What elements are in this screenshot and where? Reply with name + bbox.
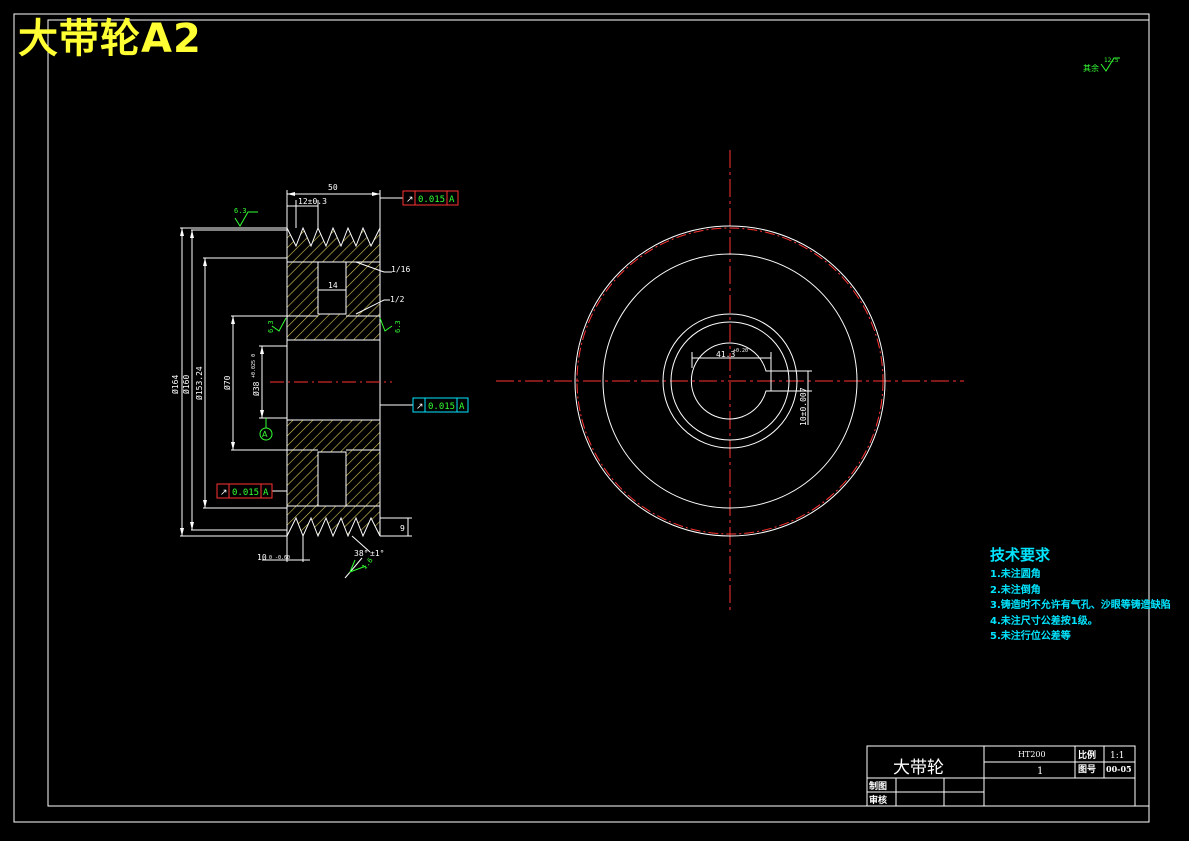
dim-keyway-depth-tol: +0.20 bbox=[733, 348, 748, 354]
dim-keyway-depth: 41.3 bbox=[716, 350, 735, 359]
dim-right-9: 9 bbox=[400, 524, 405, 533]
title-scale: 1:1 bbox=[1110, 751, 1124, 761]
dim-bore: Ø38 bbox=[251, 381, 261, 396]
tech-heading: 技术要求 bbox=[990, 546, 1051, 564]
technical-requirements: 技术要求 1.未注圆角 2.未注倒角 3.铸造时不允许有气孔、沙眼等铸造缺陷 4… bbox=[990, 545, 1171, 645]
hub-circle bbox=[670, 321, 790, 441]
roughness-1: 6.3 bbox=[234, 207, 247, 215]
roughness-note: 其余 12.5 bbox=[1083, 57, 1120, 73]
section-view: 50 12±0.3 14 1/16 1/2 9 10 0 -0.60 38° ±… bbox=[170, 183, 469, 579]
title-drawing-no: 00-05 bbox=[1106, 764, 1132, 774]
dim-r-b: 1/2 bbox=[390, 295, 405, 304]
rim-inner-circle bbox=[602, 253, 858, 509]
dim-hub-len: 14 bbox=[328, 281, 338, 290]
pitch-circle bbox=[576, 227, 884, 535]
front-view: 41.3 +0.20 10±0.007 bbox=[496, 150, 964, 612]
tolerance-frame-3: ↗ 0.015 A bbox=[216, 460, 288, 499]
inner-border bbox=[47, 19, 1150, 807]
dim-dia-70: Ø70 bbox=[222, 375, 232, 390]
outer-border bbox=[13, 13, 1150, 823]
title-drawing-no-label: 图号 bbox=[1078, 764, 1096, 775]
dim-angle-tol: ±1° bbox=[370, 549, 384, 558]
svg-text:0.015: 0.015 bbox=[232, 488, 259, 498]
title-part-name: 大带轮 bbox=[893, 758, 944, 778]
dim-width-top: 50 bbox=[328, 183, 338, 192]
svg-text:↗: ↗ bbox=[220, 488, 228, 498]
dim-dia-160: Ø160 bbox=[181, 375, 191, 394]
dim-bottom-10: 10 bbox=[257, 553, 267, 562]
svg-text:A: A bbox=[459, 402, 465, 412]
dim-bottom-10-tol: 0 -0.60 bbox=[269, 555, 290, 561]
roughness-2: 6.3 bbox=[267, 320, 275, 333]
svg-text:↗: ↗ bbox=[406, 195, 414, 205]
dim-groove-pitch: 12±0.3 bbox=[298, 197, 327, 206]
tech-item-2: 2.未注倒角 bbox=[990, 584, 1041, 596]
svg-text:0.015: 0.015 bbox=[418, 195, 445, 205]
title-quantity: 1 bbox=[1037, 766, 1043, 777]
svg-text:12.5: 12.5 bbox=[1104, 57, 1119, 64]
roughness-4: 1.6 bbox=[360, 556, 374, 571]
svg-text:A: A bbox=[263, 488, 269, 498]
datum-a: A bbox=[259, 418, 273, 441]
tech-item-4: 4.未注尺寸公差按1级。 bbox=[990, 615, 1098, 627]
svg-text:↗: ↗ bbox=[416, 402, 424, 412]
tech-item-3: 3.铸造时不允许有气孔、沙眼等铸造缺陷 bbox=[990, 600, 1171, 611]
tech-item-5: 5.未注行位公差等 bbox=[990, 631, 1071, 642]
drawing-title: 大带轮A2 bbox=[18, 16, 202, 62]
svg-text:其余: 其余 bbox=[1083, 63, 1099, 73]
bore-keyway bbox=[690, 342, 772, 420]
roughness-3: 6.3 bbox=[394, 320, 402, 333]
dim-angle: 38° bbox=[354, 549, 368, 558]
title-drawn-by-label: 制图 bbox=[869, 780, 887, 792]
title-block: 大带轮 HT200 比例 1:1 1 图号 00-05 制图 审核 bbox=[866, 745, 1136, 807]
svg-text:0.015: 0.015 bbox=[428, 402, 455, 412]
tech-item-1: 1.未注圆角 bbox=[990, 569, 1041, 580]
dim-keyway-width: 10±0.007 bbox=[799, 387, 808, 426]
title-material: HT200 bbox=[1018, 750, 1046, 759]
dim-dia-153: Ø153.24 bbox=[194, 366, 204, 400]
dim-outer-dia: Ø164 bbox=[170, 375, 180, 394]
title-scale-label: 比例 bbox=[1078, 749, 1096, 761]
outer-circle bbox=[574, 225, 886, 537]
hub-outer-circle bbox=[662, 313, 798, 449]
tolerance-frame-2: ↗ 0.015 A bbox=[380, 397, 469, 413]
dim-r-a: 1/16 bbox=[391, 265, 410, 274]
svg-text:A: A bbox=[449, 195, 455, 205]
title-checked-by-label: 审核 bbox=[869, 794, 887, 806]
dim-bore-tol: +0.025 0 bbox=[251, 354, 257, 378]
tolerance-frame-1: ↗ 0.015 A bbox=[379, 190, 459, 228]
svg-text:A: A bbox=[262, 430, 268, 439]
